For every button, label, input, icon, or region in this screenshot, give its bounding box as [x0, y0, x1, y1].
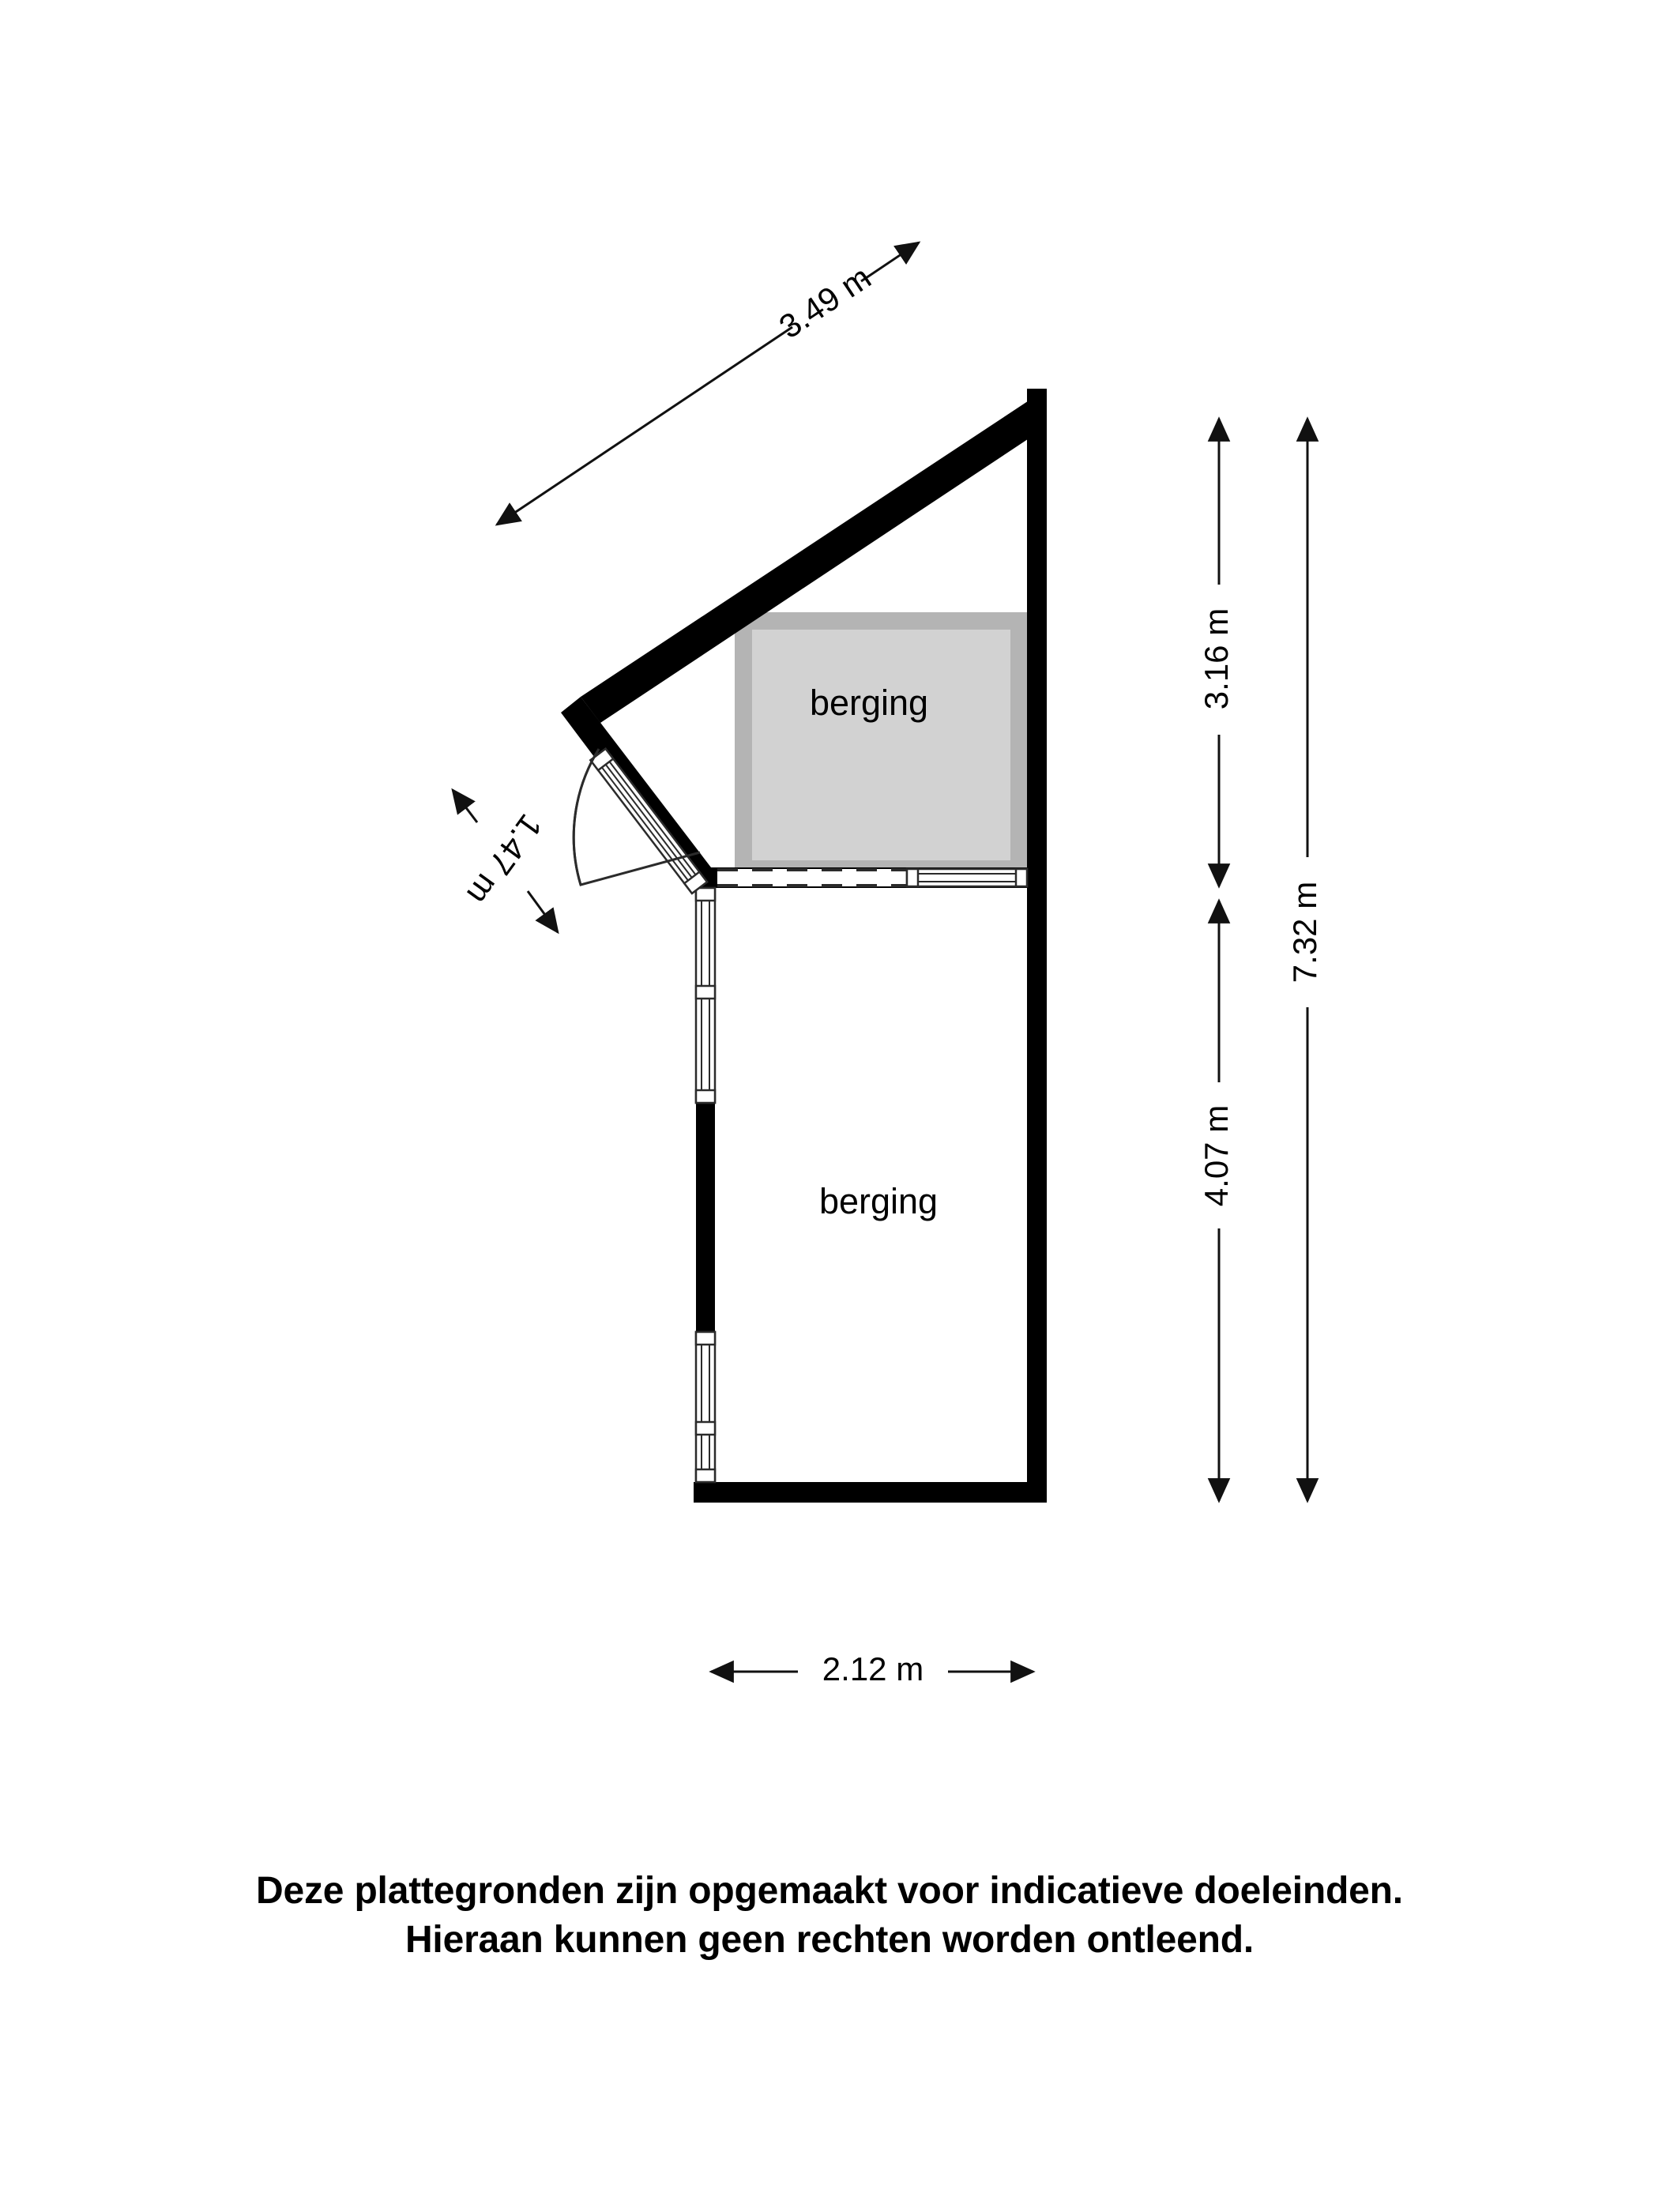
dimension-3-16: 3.16 m — [1198, 416, 1235, 889]
dimension-label-7-32: 7.32 m — [1286, 882, 1323, 983]
wall-top-diagonal — [581, 389, 1047, 723]
dimension-7-32: 7.32 m — [1286, 416, 1323, 1503]
left-window-bottom — [694, 1330, 717, 1484]
divider-window — [905, 867, 1029, 888]
dimension-label-2-12: 2.12 m — [822, 1650, 924, 1687]
dimension-label-4-07: 4.07 m — [1198, 1105, 1235, 1206]
room-label-berging-upper: berging — [810, 683, 928, 723]
wall-bottom-horizontal — [694, 1482, 1047, 1503]
left-window-top — [694, 886, 717, 1104]
entry-door — [572, 747, 709, 895]
divider-opening — [717, 868, 907, 887]
dimension-left-diagonal: 1.47 m — [451, 788, 559, 935]
walls-group — [561, 389, 1047, 1503]
dimension-label-3-16: 3.16 m — [1198, 608, 1235, 709]
room-fill-berging-upper — [735, 612, 1027, 877]
dimension-label-1-47: 1.47 m — [460, 807, 549, 912]
wall-right-vertical — [1027, 389, 1047, 1501]
disclaimer-line-2: Hieraan kunnen geen rechten worden ontle… — [404, 1919, 1255, 1961]
disclaimer-line-1: Deze plattegronden zijn opgemaakt voor i… — [256, 1870, 1403, 1912]
wall-left-solid-mid — [696, 1103, 715, 1332]
dimension-label-3-49: 3.49 m — [773, 258, 878, 345]
dimension-4-07: 4.07 m — [1198, 898, 1235, 1503]
dimension-top-diagonal: 3.49 m — [495, 241, 921, 526]
dimension-2-12: 2.12 m — [709, 1650, 1036, 1687]
room-label-berging-lower: berging — [819, 1181, 938, 1221]
